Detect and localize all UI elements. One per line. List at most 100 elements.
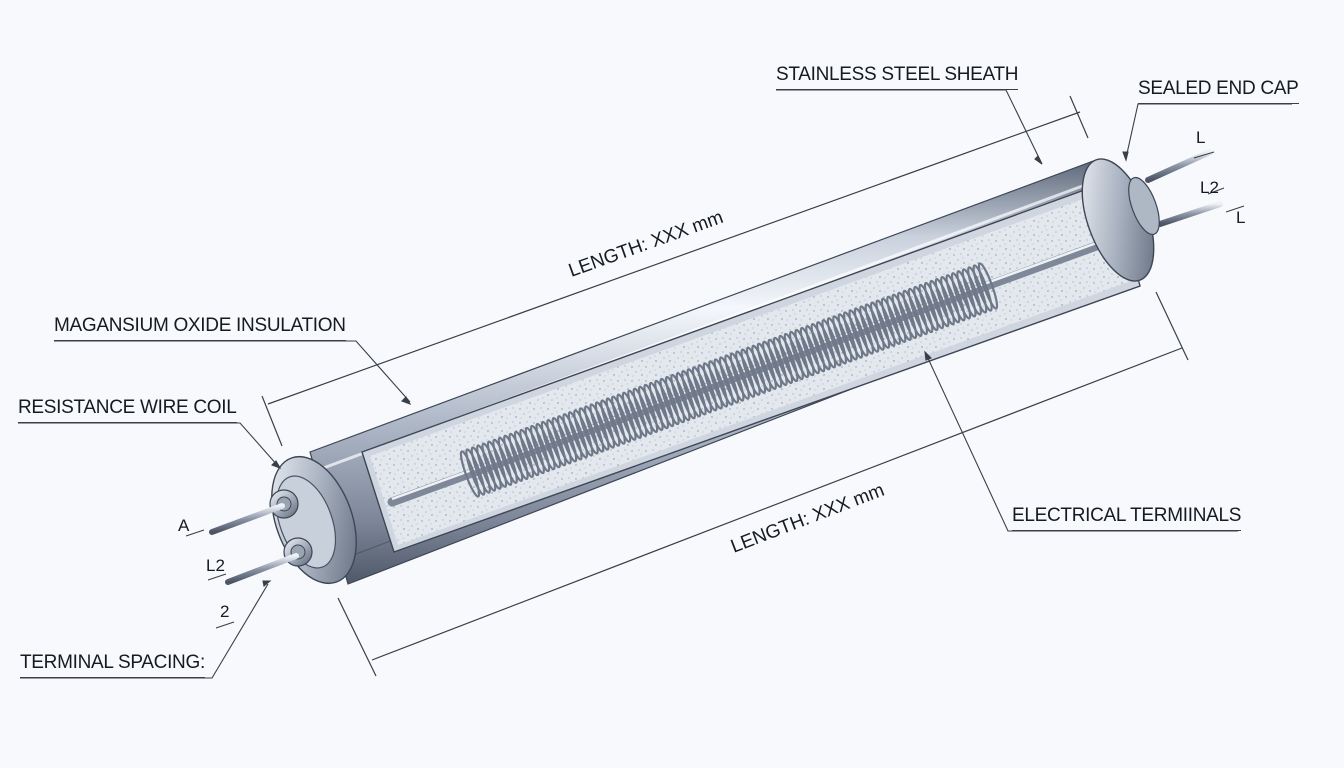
left-lead-wire-bottom bbox=[225, 553, 299, 585]
coil-turn bbox=[573, 409, 594, 457]
coil-turn bbox=[891, 293, 912, 341]
coil-turn bbox=[977, 262, 999, 310]
coil-turn bbox=[589, 403, 610, 451]
coil-turn bbox=[519, 428, 540, 477]
coil-turn bbox=[654, 379, 675, 428]
coil-turn bbox=[778, 334, 799, 383]
coil-turn bbox=[907, 287, 929, 336]
label-electrical-terminals: ELECTRICAL TERMIINALS bbox=[1012, 505, 1241, 531]
coil-turn bbox=[902, 289, 923, 338]
coil-turn bbox=[708, 360, 729, 408]
pin-label-right-bottom: L bbox=[1236, 208, 1246, 227]
coil-turn bbox=[546, 419, 567, 467]
coil-turn bbox=[605, 397, 626, 445]
coil-turn bbox=[697, 364, 718, 412]
coil-turn bbox=[950, 272, 972, 320]
leader-terminals bbox=[925, 353, 1238, 532]
dimension-lines bbox=[261, 95, 1189, 677]
coil-turn bbox=[810, 323, 831, 371]
bottom-length-ext-left bbox=[337, 597, 377, 677]
coil-turn bbox=[821, 319, 842, 367]
coil-turn bbox=[524, 426, 545, 475]
coil-turn bbox=[621, 391, 643, 439]
leader-spacing bbox=[20, 583, 269, 679]
coil-turn bbox=[465, 448, 486, 496]
coil-turn bbox=[578, 407, 599, 455]
left-lead-wires bbox=[209, 503, 299, 585]
resistance-coil bbox=[459, 262, 999, 498]
coil-group bbox=[387, 231, 1129, 507]
bottom-length-ext-right bbox=[1155, 291, 1189, 361]
coil-turn bbox=[815, 321, 837, 369]
coil-turn bbox=[923, 281, 945, 330]
coil-turn bbox=[940, 276, 961, 324]
coil-turn bbox=[875, 299, 896, 347]
coil-turn bbox=[637, 385, 659, 434]
label-terminal-spacing: TERMINAL SPACING: bbox=[20, 652, 205, 678]
coil-turn bbox=[848, 309, 869, 357]
coil-turn bbox=[956, 270, 977, 318]
pin-label-right-top: L bbox=[1196, 128, 1206, 147]
top-length-ext-left bbox=[261, 395, 283, 447]
right-end-cap bbox=[1081, 158, 1160, 282]
coil-turn bbox=[459, 450, 481, 498]
coil-turn bbox=[740, 348, 761, 396]
coil-turn bbox=[675, 372, 696, 420]
coil-turn bbox=[632, 387, 653, 435]
leader-lines bbox=[18, 89, 1292, 679]
coil-turn bbox=[864, 303, 885, 351]
coil-turn bbox=[567, 411, 589, 459]
coil-turn bbox=[648, 381, 670, 430]
coil-turn bbox=[594, 401, 616, 449]
coil-turn bbox=[967, 266, 988, 314]
coil-turn bbox=[869, 301, 891, 349]
coil-turn bbox=[788, 330, 810, 379]
coil-turn bbox=[735, 350, 756, 398]
leader-end-cap bbox=[1125, 103, 1292, 159]
coil-turn bbox=[934, 278, 955, 326]
coil-turn bbox=[972, 264, 993, 312]
coil-turn bbox=[729, 352, 750, 400]
coil-turn bbox=[643, 383, 664, 432]
coil-turn bbox=[767, 338, 788, 387]
coil-turn bbox=[826, 317, 848, 365]
coil-turn bbox=[470, 446, 491, 494]
coil-turn bbox=[724, 354, 745, 402]
pin-label-right-middle: L2 bbox=[1200, 178, 1219, 197]
coil-turn bbox=[756, 342, 777, 390]
coil-turn bbox=[961, 268, 982, 316]
coil-turn bbox=[540, 420, 562, 469]
label-stainless-steel-sheath: STAINLESS STEEL SHEATH bbox=[776, 64, 1019, 90]
label-magnesium-oxide-insulation: MAGANSIUM OXIDE INSULATION bbox=[54, 315, 346, 341]
coil-turn bbox=[702, 362, 723, 410]
coil-turn bbox=[486, 440, 508, 488]
coil-turn bbox=[551, 417, 572, 465]
top-length-line bbox=[267, 111, 1081, 405]
coil-turn bbox=[832, 315, 853, 363]
coil-turn bbox=[745, 346, 767, 394]
coil-turn bbox=[508, 432, 529, 481]
coil-turn bbox=[600, 399, 621, 447]
coil-turn bbox=[945, 274, 966, 322]
coil-turn bbox=[691, 366, 713, 414]
coil-turn bbox=[556, 415, 578, 463]
coil-turn bbox=[886, 295, 907, 343]
coil-turn bbox=[805, 325, 826, 373]
coil-turn bbox=[616, 393, 637, 441]
coil-turn bbox=[853, 307, 875, 355]
coil-turn bbox=[503, 434, 524, 482]
coil-turn bbox=[670, 373, 691, 422]
label-resistance-wire-coil: RESISTANCE WIRE COIL bbox=[18, 397, 237, 423]
pin-label-left-bottom: 2 bbox=[220, 602, 230, 621]
coil-turn bbox=[476, 444, 497, 492]
coil-turn bbox=[583, 405, 605, 453]
leader-insulation bbox=[54, 340, 411, 403]
coil-turn bbox=[529, 424, 551, 473]
leader-coil bbox=[18, 422, 279, 467]
coil-turn bbox=[627, 389, 648, 437]
coil-turn bbox=[659, 377, 680, 426]
coil-turn bbox=[772, 336, 794, 385]
coil-turn bbox=[497, 436, 518, 484]
